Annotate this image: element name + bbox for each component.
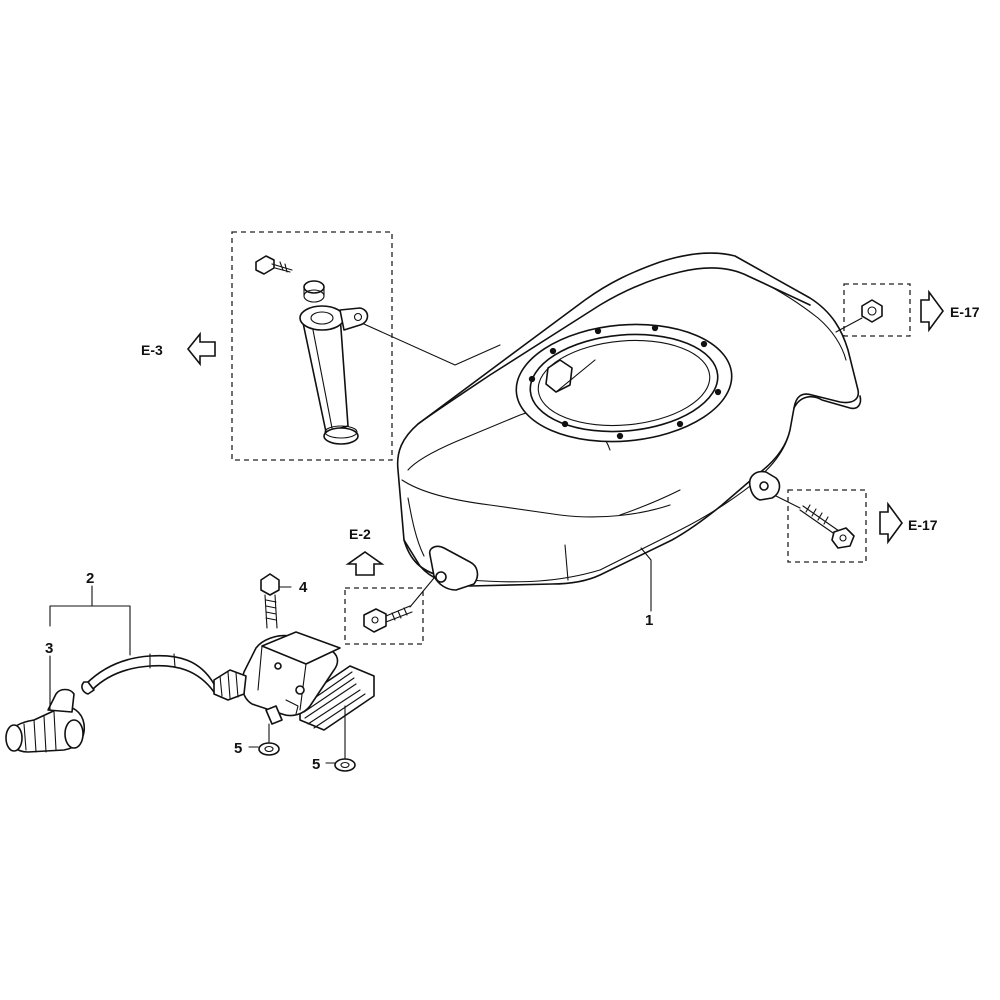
leader-guide-to-cover [354,319,501,366]
bolt-detail-box [787,489,867,563]
callout-leaders [49,547,652,764]
leader-nut [835,317,863,333]
nut-detail-box [843,283,911,337]
cover-bolt-right [799,504,855,549]
ref-label-e2: E-2 [349,526,371,542]
oil-fill-guide [255,255,369,445]
callout-1: 1 [645,612,653,629]
flange-bolt-detail-box [344,587,424,645]
guide-detail-box [231,231,393,461]
ref-label-e17-mid: E-17 [908,517,938,533]
ref-label-e17-top: E-17 [950,304,980,320]
ref-arrow-e3 [186,331,216,367]
coil-washer-left [258,742,280,756]
cover-bolt-left [363,605,413,633]
fan-cover [396,252,862,591]
ref-arrow-e17-mid [879,501,903,545]
callout-4: 4 [299,579,308,596]
ref-arrow-e2 [345,551,385,576]
callout-2: 2 [86,570,94,587]
ignition-coil [213,631,375,731]
spark-plug-cap [5,688,86,753]
ref-label-e3: E-3 [141,342,163,358]
coil-washer-right [334,758,356,772]
callout-5-left: 5 [234,740,242,757]
leader-bolt-right [775,495,801,509]
callout-5-right: 5 [312,756,320,773]
leader-bolt-left [409,577,435,608]
coil-bolt [260,573,280,629]
callout-3: 3 [45,640,53,657]
cover-nut [861,299,883,323]
ignition-lead [81,653,215,695]
ref-arrow-e17-top [920,289,944,333]
cover-rivets [528,324,722,440]
